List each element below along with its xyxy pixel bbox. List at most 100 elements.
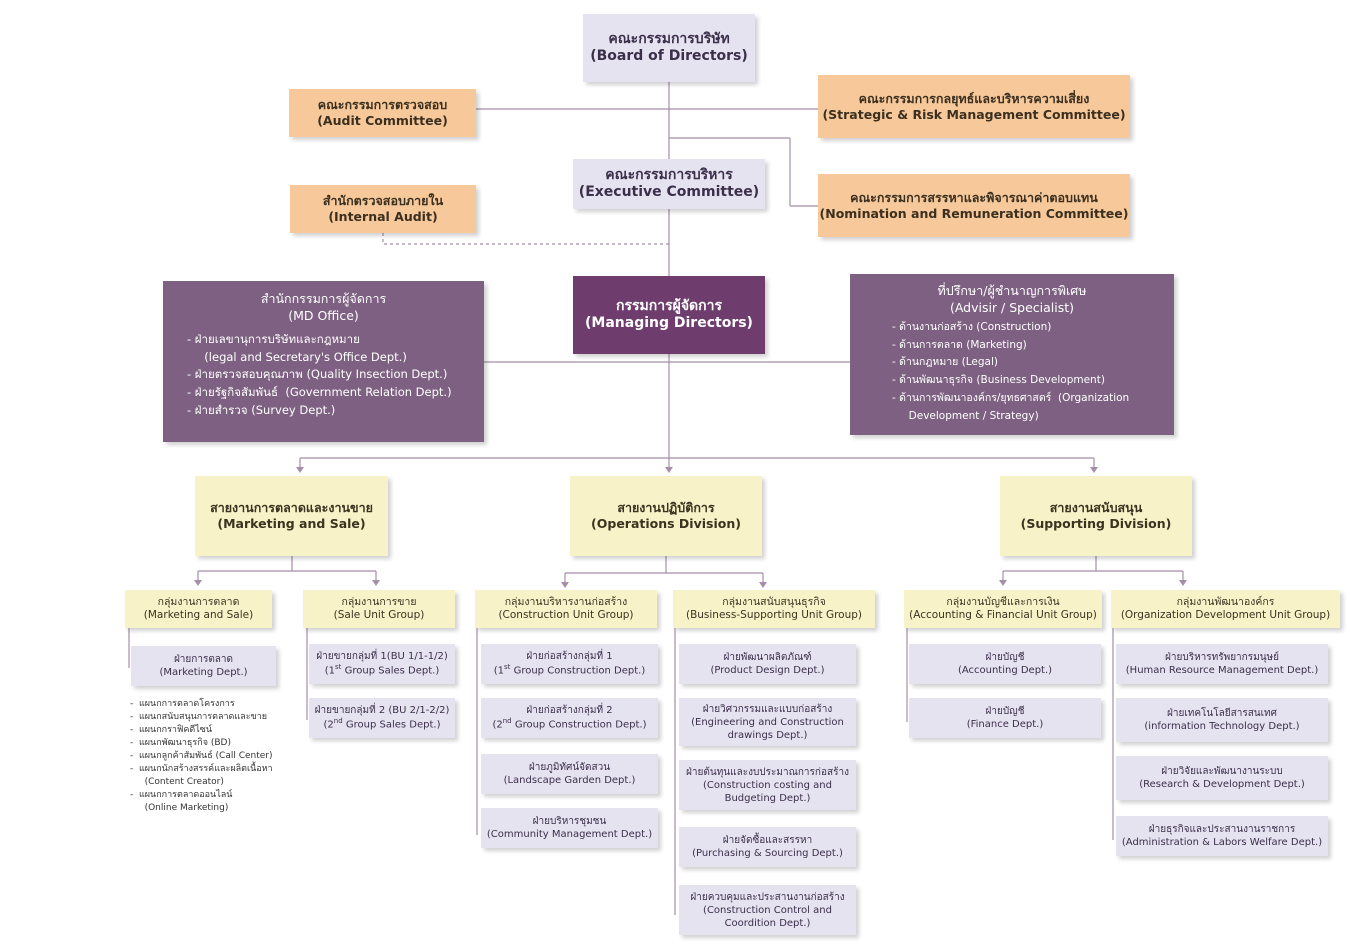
marketing-sub-item: - แผนกพัฒนาธุรกิจ (BD) (130, 738, 231, 749)
md-office-title: สำนักกรรมการผู้จัดการ (MD Office) (181, 291, 466, 325)
community-dept-box: ฝ่ายบริหารชุมชน (Community Management De… (481, 808, 658, 848)
sale-group-en: (Sale Unit Group) (333, 609, 425, 621)
rnd-en: (Research & Development Dept.) (1139, 779, 1305, 790)
md-office-th: สำนักกรรมการผู้จัดการ (260, 291, 387, 306)
marketing-group-en: (Marketing and Sale) (143, 609, 254, 621)
purchasing-dept-box: ฝ่ายจัดซื้อและสรรหา (Purchasing & Sourci… (679, 827, 856, 867)
accounting-dept-box: ฝ่ายบัญชี (Accounting Dept.) (909, 644, 1101, 684)
board-of-directors-box: คณะกรรมการบริษัท (Board of Directors) (583, 14, 755, 82)
construct1-th: ฝ่ายก่อสร้างกลุ่มที่ 1 (526, 651, 613, 663)
sales2-th: ฝ่ายขายกลุ่มที่ 2 (BU 2/1-2/2) (314, 705, 450, 717)
accounting-dept-en: (Accounting Dept.) (957, 665, 1053, 676)
executive-en: (Executive Committee) (578, 184, 760, 200)
hr-en: (Human Resource Management Dept.) (1125, 665, 1319, 676)
it-dept-box: ฝ่ายเทคโนโลยีสารสนเทศ (information Techn… (1116, 698, 1328, 742)
advisor-item: - ด้านกฎหมาย (Legal) (892, 356, 998, 369)
product-design-th: ฝ่ายพัฒนาผลิตภัณฑ์ (723, 652, 812, 663)
purchasing-th: ฝ่ายจัดซื้อและสรรหา (722, 835, 813, 846)
strategic-th: คณะกรรมการกลยุทธ์และบริหารความเสี่ยง (858, 90, 1090, 106)
marketing-division-th: สายงานการตลาดและงานขาย (210, 500, 373, 516)
construction-group2-dept-box: ฝ่ายก่อสร้างกลุ่มที่ 2 (2nd Group Constr… (481, 698, 658, 738)
internal-audit-en: (Internal Audit) (328, 209, 438, 224)
md-office-item: - ฝ่ายรัฐกิจสัมพันธ์ (Government Relatio… (187, 385, 452, 400)
marketing-sub-list: - แผนกการตลาดโครงการ - แผนกสนับสนุนการตล… (130, 698, 273, 815)
org-group-en: (Organization Development Unit Group) (1120, 609, 1331, 621)
accounting-group-en: (Accounting & Financial Unit Group) (909, 609, 1097, 621)
accounting-group-box: กลุ่มงานบัญชีและการเงิน (Accounting & Fi… (904, 590, 1102, 628)
advisor-item: - ด้านพัฒนาธุรกิจ (Business Development) (892, 374, 1105, 387)
marketing-group-box: กลุ่มงานการตลาด (Marketing and Sale) (125, 590, 272, 628)
construction-group-th: กลุ่มงานบริหารงานก่อสร้าง (504, 595, 628, 608)
engineering-en1: (Engineering and Construction (691, 716, 844, 728)
marketing-group-th: กลุ่มงานการตลาด (157, 595, 240, 608)
advisor-specialist-panel: ที่ปรึกษา/ผู้ชำนาญการพิเศษ (Advisir / Sp… (850, 274, 1174, 435)
marketing-dept-en: (Marketing Dept.) (159, 667, 248, 678)
marketing-sub-item: (Online Marketing) (136, 803, 229, 814)
business-supporting-group-box: กลุ่มงานสนับสนุนธุรกิจ (Business-Support… (673, 590, 875, 628)
marketing-sub-item: - แผนกสนับสนุนการตลาดและขาย (130, 712, 268, 723)
it-en: (information Technology Dept.) (1144, 721, 1300, 732)
marketing-sub-item: - แผนกกราฟิคดีไซน์ (130, 725, 213, 736)
nomination-committee-box: คณะกรรมการสรรหาและพิจารณาค่าตอบแทน (Nomi… (818, 174, 1130, 237)
executive-th: คณะกรรมการบริหาร (605, 166, 733, 183)
costing-dept-box: ฝ่ายต้นทุนและงบประมาณการก่อสร้าง (Constr… (679, 760, 856, 810)
accounting-dept-th: ฝ่ายบัญชี (985, 652, 1025, 663)
managing-directors-box: กรรมการผู้จัดการ (Managing Directors) (573, 276, 765, 354)
executive-committee-box: คณะกรรมการบริหาร (Executive Committee) (573, 159, 765, 209)
construct2-th: ฝ่ายก่อสร้างกลุ่มที่ 2 (526, 705, 613, 717)
strategic-en: (Strategic & Risk Management Committee) (822, 106, 1126, 122)
sales2-en: (2nd Group Sales Dept.) (323, 717, 441, 731)
landscape-en: (Landscape Garden Dept.) (503, 775, 636, 786)
admin-en: (Administration & Labors Welfare Dept.) (1121, 837, 1323, 848)
marketing-dept-th: ฝ่ายการตลาด (173, 654, 234, 665)
sales1-th: ฝ่ายขายกลุ่มที่ 1(BU 1/1-1/2) (316, 651, 448, 663)
board-th: คณะกรรมการบริษัท (608, 30, 730, 47)
admin-dept-box: ฝ่ายธุรกิจและประสานงานราชการ (Administra… (1116, 816, 1328, 856)
costing-th: ฝ่ายต้นทุนและงบประมาณการก่อสร้าง (686, 766, 849, 778)
marketing-dept-box: ฝ่ายการตลาด (Marketing Dept.) (131, 646, 276, 686)
strategic-risk-committee-box: คณะกรรมการกลยุทธ์และบริหารความเสี่ยง (St… (818, 75, 1130, 138)
landscape-dept-box: ฝ่ายภูมิทัศน์จัดสวน (Landscape Garden De… (481, 754, 658, 794)
sales1-en: (1st Group Sales Dept.) (324, 663, 440, 677)
engineering-en2: drawings Dept.) (727, 729, 808, 741)
md-office-item: (legal and Secretary's Office Dept.) (197, 349, 407, 364)
accounting-group-th: กลุ่มงานบัญชีและการเงิน (946, 595, 1060, 608)
supporting-division-box: สายงานสนับสนุน (Supporting Division) (1000, 476, 1192, 556)
marketing-sub-item: - แผนกการตลาดโครงการ (130, 699, 235, 709)
construction-group1-dept-box: ฝ่ายก่อสร้างกลุ่มที่ 1 (1st Group Constr… (481, 644, 658, 684)
audit-committee-en: (Audit Committee) (317, 113, 448, 128)
hr-th: ฝ่ายบริหารทรัพยากรมนุษย์ (1165, 652, 1279, 663)
marketing-division-en: (Marketing and Sale) (217, 516, 366, 531)
admin-th: ฝ่ายธุรกิจและประสานงานราชการ (1148, 824, 1296, 835)
md-en: (Managing Directors) (585, 315, 753, 331)
hr-dept-box: ฝ่ายบริหารทรัพยากรมนุษย์ (Human Resource… (1116, 644, 1328, 684)
sales-group1-dept-box: ฝ่ายขายกลุ่มที่ 1(BU 1/1-1/2) (1st Group… (309, 644, 455, 684)
marketing-sub-item: - แผนกการตลาดออนไลน์ (130, 790, 233, 801)
marketing-division-box: สายงานการตลาดและงานขาย (Marketing and Sa… (195, 476, 388, 556)
purchasing-en: (Purchasing & Sourcing Dept.) (692, 848, 843, 859)
marketing-sub-item: (Content Creator) (136, 777, 224, 788)
sale-group-th: กลุ่มงานการขาย (341, 595, 417, 608)
md-office-item: - ฝ่ายสำรวจ (Survey Dept.) (187, 403, 336, 417)
md-office-panel: สำนักกรรมการผู้จัดการ (MD Office) - ฝ่าย… (163, 281, 484, 442)
advisor-en: (Advisir / Specialist) (949, 299, 1075, 315)
community-en: (Community Management Dept.) (486, 829, 653, 840)
landscape-th: ฝ่ายภูมิทัศน์จัดสวน (528, 762, 611, 773)
advisor-th: ที่ปรึกษา/ผู้ชำนาญการพิเศษ (937, 283, 1087, 298)
board-en: (Board of Directors) (590, 48, 748, 64)
control-en2: Coordition Dept.) (724, 917, 811, 929)
community-th: ฝ่ายบริหารชุมชน (532, 816, 607, 827)
operations-division-th: สายงานปฏิบัติการ (617, 500, 715, 516)
md-office-item: - ฝ่ายเลขานุการบริษัทและกฎหมาย (187, 331, 360, 346)
engineering-dept-box: ฝ่ายวิศวกรรมและแบบก่อสร้าง (Engineering … (679, 698, 856, 746)
supporting-division-en: (Supporting Division) (1020, 516, 1172, 531)
sales-group2-dept-box: ฝ่ายขายกลุ่มที่ 2 (BU 2/1-2/2) (2nd Grou… (309, 698, 455, 738)
org-group-th: กลุ่มงานพัฒนาองค์กร (1176, 595, 1275, 608)
marketing-sub-item: - แผนกลูกค้าสัมพันธ์ (Call Center) (130, 751, 273, 762)
product-design-dept-box: ฝ่ายพัฒนาผลิตภัณฑ์ (Product Design Dept.… (679, 644, 856, 684)
internal-audit-th: สำนักตรวจสอบภายใน (322, 193, 444, 209)
control-en1: (Construction Control and (703, 904, 832, 916)
md-office-en: (MD Office) (288, 307, 359, 323)
sale-group-box: กลุ่มงานการขาย (Sale Unit Group) (303, 590, 455, 628)
